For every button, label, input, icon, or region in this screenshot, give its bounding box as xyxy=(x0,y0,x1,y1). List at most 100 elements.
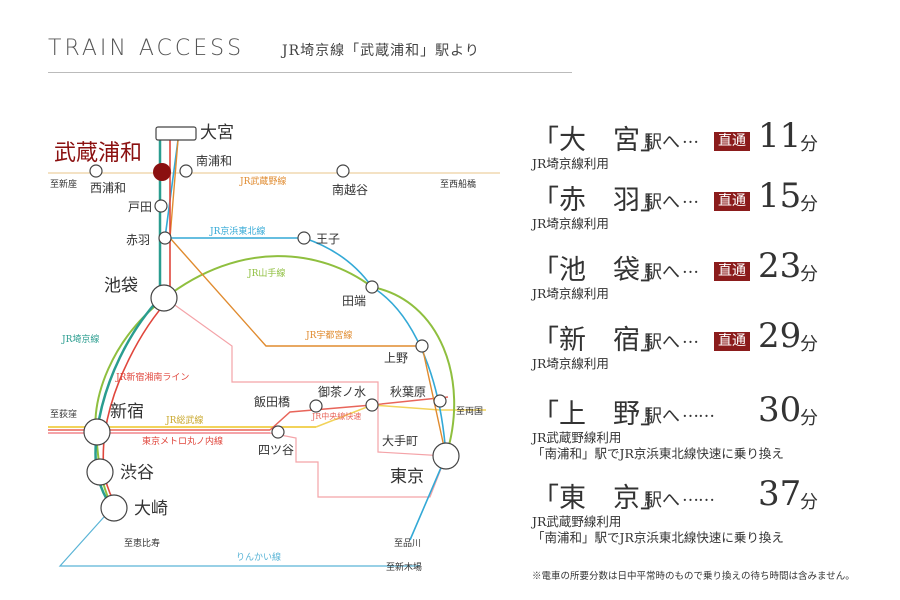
station-marker-akihabara xyxy=(433,394,447,408)
route-station: 「新 宿」 xyxy=(532,325,667,356)
station-marker-tokyo xyxy=(432,442,460,470)
route-item: 「赤 羽」 駅へ … 直通 15 分 JR埼京線利用 xyxy=(532,176,892,232)
route-dots: … xyxy=(682,188,699,208)
omiya-terminal xyxy=(155,126,197,141)
station-label-shibuya: 渋谷 xyxy=(120,463,154,483)
direct-badge: 直通 xyxy=(714,192,750,211)
direct-badge: 直通 xyxy=(714,132,750,151)
route-item: 「新 宿」 駅へ … 直通 29 分 JR埼京線利用 xyxy=(532,316,892,372)
route-item: 「大 宮」 駅へ … 直通 11 分 JR埼京線利用 xyxy=(532,116,892,172)
line-label-keihin-tohoku: JR京浜東北線 xyxy=(209,225,265,237)
route-unit: 分 xyxy=(800,264,818,285)
route-note: JR武蔵野線利用 xyxy=(532,514,622,529)
route-dots: …… xyxy=(682,486,715,506)
station-label-iidabashi: 飯田橋 xyxy=(254,394,290,409)
page-subtitle: JR埼京線「武蔵浦和」駅より xyxy=(282,43,480,59)
line-label-chuo: JR中央線快速 xyxy=(311,411,361,421)
route-unit: 分 xyxy=(800,134,818,155)
route-minutes: 37 xyxy=(758,474,802,514)
route-station: 「赤 羽」 xyxy=(532,185,667,216)
route-suffix: 駅へ xyxy=(644,132,680,153)
route-suffix: 駅へ xyxy=(644,192,680,213)
station-marker-ikebukuro xyxy=(150,284,178,312)
line-label-saikyo: JR埼京線 xyxy=(61,333,99,345)
route-note: 「南浦和」駅でJR京浜東北線快速に乗り換え xyxy=(532,446,784,461)
station-label-akihabara: 秋葉原 xyxy=(390,385,426,399)
route-note: JR埼京線利用 xyxy=(532,286,609,301)
sobu-line-east xyxy=(315,404,486,428)
route-unit: 分 xyxy=(800,334,818,355)
route-note: JR埼京線利用 xyxy=(532,216,609,231)
direct-badge: 直通 xyxy=(714,332,750,351)
marunouchi-line-east xyxy=(269,432,447,498)
route-dots: … xyxy=(682,258,699,278)
direction-label-shinza: 至新座 xyxy=(50,178,77,190)
station-marker-tabata xyxy=(365,280,379,294)
line-label-musashino: JR武蔵野線 xyxy=(239,175,286,187)
route-dots: …… xyxy=(682,402,715,422)
station-marker-shinjuku xyxy=(83,418,111,446)
route-item: 「池 袋」 駅へ … 直通 23 分 JR埼京線利用 xyxy=(532,246,892,302)
station-marker-iidabashi xyxy=(309,399,323,413)
station-label-minami-urawa: 南浦和 xyxy=(196,153,232,168)
route-unit: 分 xyxy=(800,492,818,513)
route-item: 「上 野」 駅へ …… 30 分 JR武蔵野線利用 「南浦和」駅でJR京浜東北線… xyxy=(532,390,892,462)
station-marker-ueno xyxy=(415,339,429,353)
station-label-nishi-urawa: 西浦和 xyxy=(90,181,126,195)
station-marker-akabane xyxy=(158,231,172,245)
station-label-minami-koshigaya: 南越谷 xyxy=(332,182,368,197)
direction-label-shinkiba: 至新木場 xyxy=(386,561,422,573)
station-label-ikebukuro: 池袋 xyxy=(104,276,138,296)
route-note: JR埼京線利用 xyxy=(532,356,609,371)
route-suffix: 駅へ xyxy=(644,490,680,511)
line-label-sobu: JR総武線 xyxy=(165,414,203,426)
station-marker-minami-urawa xyxy=(179,164,193,178)
route-station: 「東 京」 xyxy=(532,483,667,514)
station-label-oji: 王子 xyxy=(316,232,340,246)
direction-label-ogikubo: 至荻窪 xyxy=(50,408,77,420)
shonan-link xyxy=(164,297,447,457)
route-map: 武蔵浦和 大宮 南浦和 西浦和 南越谷 戸田 赤羽 王子 池袋 田端 上野 飯田… xyxy=(48,123,500,573)
station-marker-ochanomizu xyxy=(365,398,379,412)
route-unit: 分 xyxy=(800,194,818,215)
station-marker-nishi-urawa xyxy=(89,164,103,178)
origin-station-label: 武蔵浦和 xyxy=(54,141,142,166)
route-minutes: 29 xyxy=(758,316,802,356)
route-station: 「池 袋」 xyxy=(532,255,667,286)
station-label-ochanomizu: 御茶ノ水 xyxy=(318,384,366,399)
route-note: 「南浦和」駅でJR京浜東北線快速に乗り換え xyxy=(532,530,784,545)
station-label-shinjuku: 新宿 xyxy=(110,402,144,422)
station-label-osaki: 大崎 xyxy=(134,499,168,519)
page-title: TRAIN ACCESS xyxy=(48,36,245,61)
origin-station-marker xyxy=(153,163,171,181)
chuo-line-east xyxy=(269,396,449,431)
station-label-tokyo: 東京 xyxy=(390,467,424,487)
station-marker-yotsuya xyxy=(271,425,285,439)
footnote: ※電車の所要分数は日中平常時のもので乗り換えの待ち時間は含みません。 xyxy=(532,571,855,582)
route-minutes: 30 xyxy=(758,390,802,430)
header-divider xyxy=(48,72,572,73)
line-label-marunouchi: 東京メトロ丸ノ内線 xyxy=(142,435,223,447)
route-item: 「東 京」 駅へ …… 37 分 JR武蔵野線利用 「南浦和」駅でJR京浜東北線… xyxy=(532,474,892,546)
line-label-shonan-shinjuku: JR新宿湘南ライン xyxy=(115,371,189,383)
direction-label-shinagawa: 至品川 xyxy=(394,538,421,549)
line-label-utsunomiya: JR宇都宮線 xyxy=(305,329,352,341)
station-label-yotsuya: 四ツ谷 xyxy=(258,443,294,457)
route-note: JR埼京線利用 xyxy=(532,156,609,171)
station-marker-osaki xyxy=(100,494,128,522)
route-unit: 分 xyxy=(800,408,818,429)
station-label-akabane: 赤羽 xyxy=(126,233,150,247)
route-minutes: 11 xyxy=(758,116,802,156)
station-marker-minami-koshigaya xyxy=(336,164,350,178)
station-label-otemachi: 大手町 xyxy=(382,434,418,448)
direction-label-nishifunabashi: 至西船橋 xyxy=(440,178,476,190)
route-suffix: 駅へ xyxy=(644,262,680,283)
route-note: JR武蔵野線利用 xyxy=(532,430,622,445)
route-minutes: 23 xyxy=(758,246,802,286)
rinkai-line xyxy=(58,507,420,567)
shonan-shinjuku-line xyxy=(102,140,171,509)
station-label-tabata: 田端 xyxy=(342,294,366,308)
route-station: 「大 宮」 xyxy=(532,125,667,156)
route-station: 「上 野」 xyxy=(532,399,667,430)
station-label-ueno: 上野 xyxy=(384,351,408,365)
